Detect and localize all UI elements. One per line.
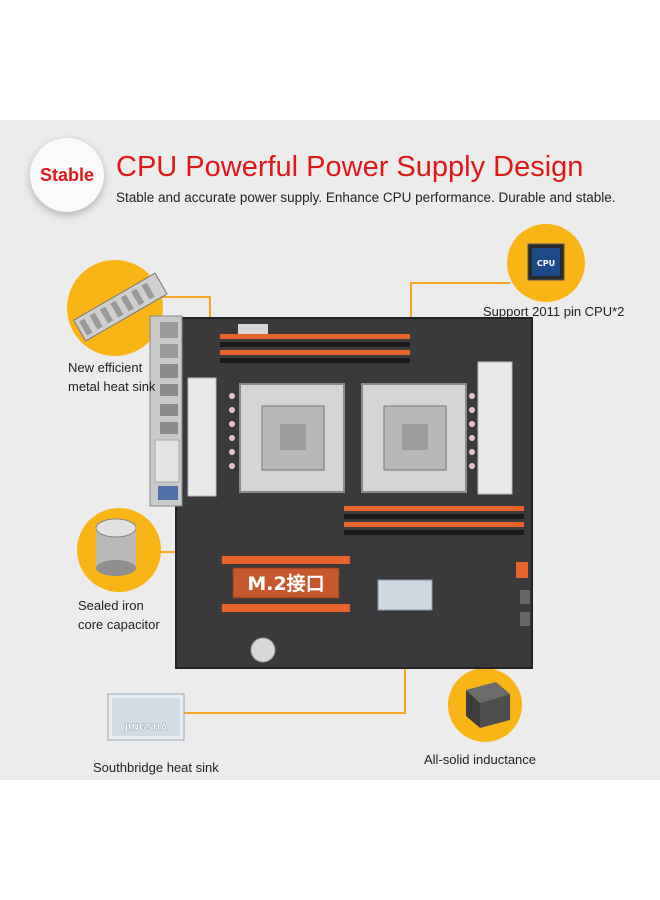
cpu-support-label: Support 2011 pin CPU*2 [483,304,625,319]
heat-sink-label-line1: New efficient [68,360,143,375]
m2-label: M.2接口 [247,573,324,595]
dimm-slots-top [220,334,410,363]
southbridge-logo-text: JINGSHA [124,723,168,733]
capacitor-label-line1: Sealed iron [78,598,144,613]
cpu-socket-left [239,383,345,493]
page-title: CPU Powerful Power Supply Design [116,151,584,183]
cpu-socket-right [361,383,467,493]
connector-line-heatsink-h [160,296,210,298]
dimm-slots-bottom [344,506,524,535]
southbridge-label: Southbridge heat sink [93,760,219,775]
pcie-slots [222,556,350,612]
heat-sink-label-line2: metal heat sink [68,379,156,394]
capacitor-label: Sealed iron core capacitor [78,596,160,634]
capacitor-dots [229,393,475,469]
stable-badge-text: Stable [39,164,95,185]
cmos-battery [250,637,276,663]
capacitor-label-line2: core capacitor [78,617,160,632]
cpu-chip-text: CPU [537,259,555,268]
connector-line-cpu-h [410,282,510,284]
heat-sink-label: New efficient metal heat sink [68,358,155,396]
stable-badge: Stable [30,138,104,212]
connector-line-sb-h [180,712,405,714]
chipset-heatsink [377,579,433,611]
vrm-heatsink-right [477,361,513,495]
page-subtitle: Stable and accurate power supply. Enhanc… [116,190,616,205]
m2-label-box [232,567,340,599]
inductance-label: All-solid inductance [424,752,537,767]
vrm-heatsink-left [187,377,217,497]
